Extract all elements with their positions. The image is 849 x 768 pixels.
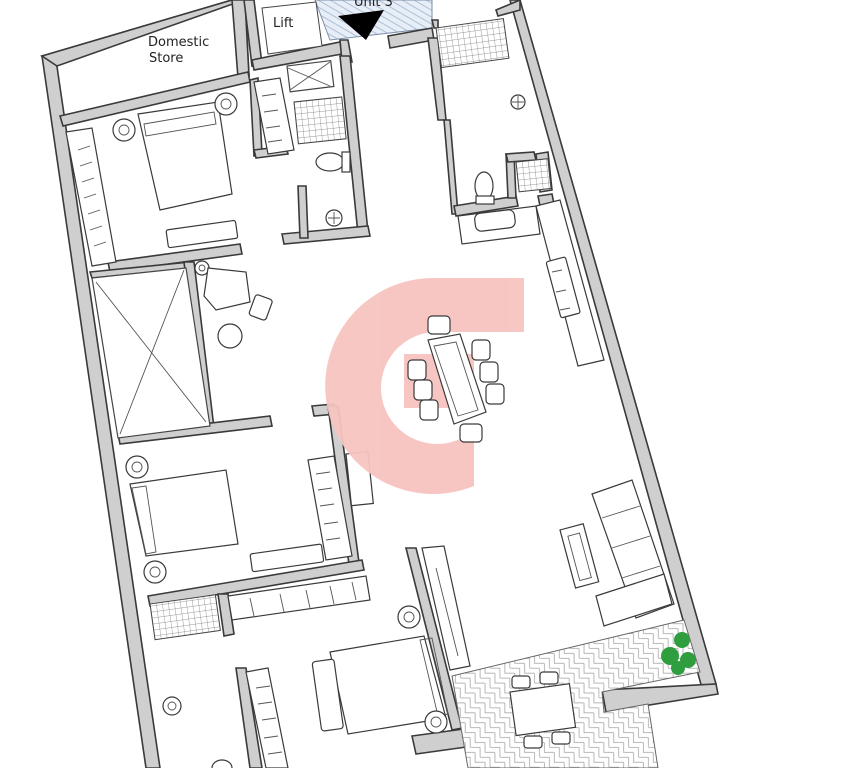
bedroom-3 bbox=[149, 575, 449, 768]
entrance-triangle-icon bbox=[338, 10, 384, 40]
lift-label: Lift bbox=[273, 16, 293, 31]
unit-entrance: Unit 3 bbox=[338, 0, 393, 40]
lounge-corner bbox=[194, 260, 273, 349]
terrace bbox=[451, 619, 701, 768]
domestic-store-label-1: Domestic bbox=[148, 35, 209, 50]
terrace-table-set bbox=[509, 671, 577, 749]
domestic-store-room: Domestic Store bbox=[148, 35, 209, 66]
service-shaft bbox=[286, 59, 335, 93]
outer-walls bbox=[40, 0, 719, 768]
bedroom-2 bbox=[125, 451, 374, 584]
kitchen bbox=[457, 199, 605, 367]
domestic-store-label-2: Store bbox=[149, 51, 183, 66]
lift-room: Lift bbox=[261, 1, 323, 55]
dining-chairs bbox=[407, 315, 505, 443]
living-room bbox=[421, 479, 675, 671]
plant-icon bbox=[661, 632, 696, 675]
unit-label: Unit 3 bbox=[354, 0, 393, 10]
bathroom-1 bbox=[293, 96, 351, 227]
bathroom-2 bbox=[435, 17, 552, 205]
dining-table bbox=[407, 315, 505, 443]
bedroom-1 bbox=[65, 77, 295, 267]
store-box bbox=[91, 267, 211, 439]
